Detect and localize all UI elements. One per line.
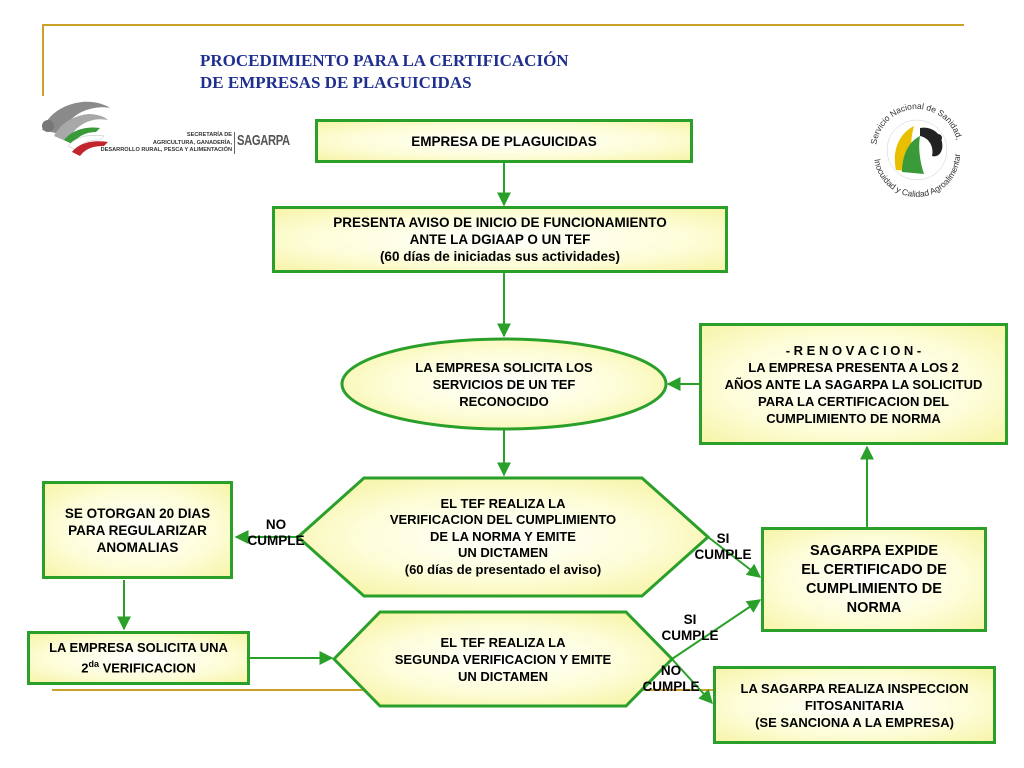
node-otorgan-20-dias: SE OTORGAN 20 DIAS PARA REGULARIZAR ANOM… bbox=[42, 481, 233, 579]
node-inspeccion-line: FITOSANITARIA bbox=[804, 697, 905, 713]
edge-label-no-cumple-2: NO CUMPLE bbox=[636, 663, 706, 695]
eagle-emblem-icon bbox=[42, 101, 110, 156]
node-empresa-text: EMPRESA DE PLAGUICIDAS bbox=[411, 133, 597, 150]
node-verificacion-line: DE LA NORMA Y EMITE bbox=[430, 528, 576, 544]
edge-label-line: CUMPLE bbox=[661, 628, 719, 643]
edge-label-line: CUMPLE bbox=[694, 547, 752, 562]
ministry-line-1: SECRETARÍA DE bbox=[186, 132, 232, 138]
edge-label-line: SI bbox=[683, 612, 697, 627]
title-line-1: PROCEDIMIENTO PARA LA CERTIFICACIÓN bbox=[200, 51, 569, 70]
node-aviso-text: PRESENTA AVISO DE INICIO DE FUNCIONAMIEN… bbox=[333, 214, 667, 265]
node-renovacion-line: - R E N O V A C I O N - bbox=[785, 342, 922, 358]
node-solicita-line: SERVICIOS DE UN TEF bbox=[432, 376, 576, 392]
node-expide-line: SAGARPA EXPIDE bbox=[809, 542, 939, 559]
edge-label-line: NO bbox=[660, 663, 682, 678]
node-expide-text: SAGARPA EXPIDE EL CERTIFICADO DE CUMPLIM… bbox=[801, 542, 947, 618]
node-segunda-solicitud-line-2: 2da VERIFICACION bbox=[49, 656, 228, 676]
node-inspeccion-line: LA SAGARPA REALIZA INSPECCION bbox=[740, 680, 969, 696]
node-inspeccion-text: LA SAGARPA REALIZA INSPECCION FITOSANITA… bbox=[741, 680, 969, 731]
node-segunda-solicitud: LA EMPRESA SOLICITA UNA 2da VERIFICACION bbox=[27, 631, 250, 685]
edge-label-line: CUMPLE bbox=[247, 533, 305, 548]
node-sagarpa-expide: SAGARPA EXPIDE EL CERTIFICADO DE CUMPLIM… bbox=[761, 527, 987, 632]
node-solicita-line: LA EMPRESA SOLICITA LOS bbox=[415, 359, 593, 375]
ministry-line-3: DESARROLLO RURAL, PESCA Y ALIMENTACIÓN bbox=[100, 147, 232, 153]
edge-label-no-cumple-1: NO CUMPLE bbox=[240, 517, 312, 549]
node-aviso-line: ANTE LA DGIAAP O UN TEF bbox=[409, 232, 591, 247]
ministry-name: SECRETARÍA DE AGRICULTURA, GANADERÍA, DE… bbox=[90, 132, 232, 155]
edge-label-line: SI bbox=[716, 531, 730, 546]
node-segunda-verificacion-line: EL TEF REALIZA LA bbox=[440, 634, 566, 650]
senasica-emblem-icon: Servicio Nacional de Sanidad, Servicio N… bbox=[860, 84, 976, 199]
senasica-logo: Servicio Nacional de Sanidad, Servicio N… bbox=[860, 84, 976, 202]
node-renovacion: - R E N O V A C I O N - LA EMPRESA PRESE… bbox=[699, 323, 1008, 445]
node-renovacion-line: AÑOS ANTE LA SAGARPA LA SOLICITUD bbox=[724, 376, 983, 392]
frame-left-rule bbox=[42, 24, 44, 96]
node-otorgan-line: SE OTORGAN 20 DIAS bbox=[64, 505, 211, 521]
node-aviso-line: PRESENTA AVISO DE INICIO DE FUNCIONAMIEN… bbox=[333, 215, 667, 230]
node-empresa-line: EMPRESA DE PLAGUICIDAS bbox=[411, 133, 597, 149]
node-segunda-verificacion-line: SEGUNDA VERIFICACION Y EMITE bbox=[394, 651, 612, 667]
ordinal-number: 2 bbox=[81, 660, 89, 676]
node-solicita-line: RECONOCIDO bbox=[459, 393, 549, 409]
node-segunda-verificacion-line: UN DICTAMEN bbox=[457, 668, 549, 684]
node-verificacion-line: VERIFICACION DEL CUMPLIMIENTO bbox=[389, 512, 617, 528]
node-verificacion-line: EL TEF REALIZA LA bbox=[440, 495, 566, 511]
node-segunda-verificacion: EL TEF REALIZA LA SEGUNDA VERIFICACION Y… bbox=[350, 626, 656, 692]
node-empresa-plaguicidas: EMPRESA DE PLAGUICIDAS bbox=[315, 119, 693, 163]
sagarpa-logo: SECRETARÍA DE AGRICULTURA, GANADERÍA, DE… bbox=[30, 96, 290, 172]
node-segunda-verificacion-text: EL TEF REALIZA LA SEGUNDA VERIFICACION Y… bbox=[395, 634, 611, 685]
node-inspeccion-line: (SE SANCIONA A LA EMPRESA) bbox=[755, 714, 954, 730]
node-verificacion: EL TEF REALIZA LA VERIFICACION DEL CUMPL… bbox=[340, 488, 666, 586]
node-renovacion-text: - R E N O V A C I O N - LA EMPRESA PRESE… bbox=[725, 342, 983, 427]
node-renovacion-line: PARA LA CERTIFICACION DEL bbox=[758, 393, 949, 409]
node-renovacion-line: LA EMPRESA PRESENTA A LOS 2 bbox=[748, 359, 959, 375]
edge-segunda-inspeccion bbox=[671, 658, 713, 705]
edge-segunda-expide bbox=[671, 599, 762, 660]
node-verificacion-text: EL TEF REALIZA LA VERIFICACION DEL CUMPL… bbox=[390, 496, 616, 579]
node-segunda-solicitud-text: LA EMPRESA SOLICITA UNA 2da VERIFICACION bbox=[49, 639, 228, 676]
node-expide-line: EL CERTIFICADO DE bbox=[801, 561, 947, 578]
node-segunda-solicitud-line: LA EMPRESA SOLICITA UNA bbox=[49, 640, 228, 656]
node-verificacion-line: UN DICTAMEN bbox=[457, 545, 549, 561]
node-otorgan-line: PARA REGULARIZAR bbox=[68, 522, 207, 538]
edge-label-si-cumple-1: SI CUMPLE bbox=[688, 531, 758, 563]
title-line-2: DE EMPRESAS DE PLAGUICIDAS bbox=[200, 73, 472, 92]
node-expide-line: NORMA bbox=[846, 599, 902, 616]
edge-label-si-cumple-2: SI CUMPLE bbox=[655, 612, 725, 644]
node-solicita-tef: LA EMPRESA SOLICITA LOS SERVICIOS DE UN … bbox=[360, 350, 648, 418]
ordinal-suffix: VERIFICACION bbox=[98, 660, 196, 676]
ordinal-superscript: da bbox=[88, 659, 99, 670]
node-renovacion-line: CUMPLIMIENTO DE NORMA bbox=[766, 410, 941, 426]
node-solicita-text: LA EMPRESA SOLICITA LOS SERVICIOS DE UN … bbox=[415, 359, 592, 410]
node-inspeccion: LA SAGARPA REALIZA INSPECCION FITOSANITA… bbox=[713, 666, 996, 744]
node-aviso-line: (60 días de iniciadas sus actividades) bbox=[379, 249, 621, 264]
node-otorgan-text: SE OTORGAN 20 DIAS PARA REGULARIZAR ANOM… bbox=[65, 505, 210, 556]
logo-separator bbox=[234, 132, 235, 154]
node-expide-line: CUMPLIMIENTO DE bbox=[806, 580, 942, 597]
node-presenta-aviso: PRESENTA AVISO DE INICIO DE FUNCIONAMIEN… bbox=[272, 206, 728, 273]
ministry-line-2: AGRICULTURA, GANADERÍA, bbox=[152, 139, 232, 146]
node-verificacion-line: (60 días de presentado el aviso) bbox=[404, 561, 602, 577]
edge-label-line: NO bbox=[265, 517, 287, 532]
frame-top-rule bbox=[42, 24, 964, 26]
edge-label-line: CUMPLE bbox=[642, 679, 700, 694]
page-title: PROCEDIMIENTO PARA LA CERTIFICACIÓN DE E… bbox=[200, 50, 569, 94]
edge-verificacion-expide bbox=[707, 536, 762, 578]
node-otorgan-line: ANOMALIAS bbox=[96, 539, 179, 555]
sagarpa-wordmark: SAGARPA bbox=[237, 132, 290, 149]
